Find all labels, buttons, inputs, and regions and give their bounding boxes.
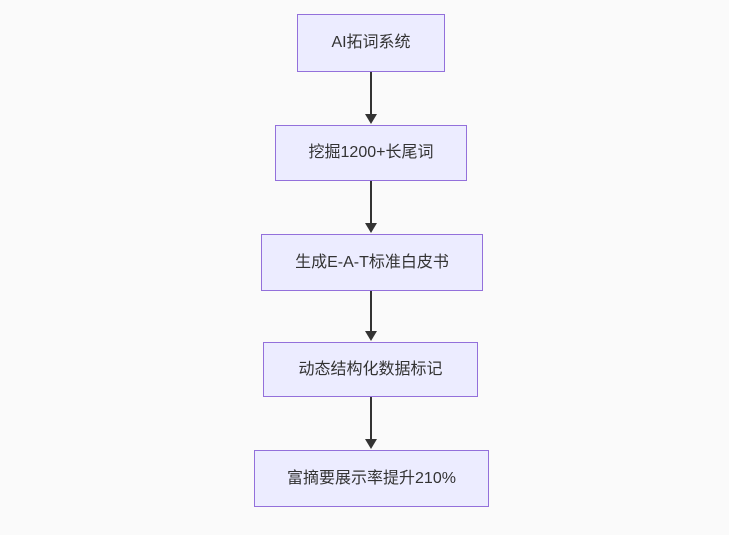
flowchart-node-rich-snippet-uplift: 富摘要展示率提升210%: [254, 450, 489, 507]
flowchart-node-structured-data-markup: 动态结构化数据标记: [263, 342, 478, 397]
flow-arrow-3: [364, 291, 378, 341]
arrow-line: [370, 72, 372, 114]
node-label: 挖掘1200+长尾词: [308, 144, 434, 162]
node-label: 富摘要展示率提升210%: [287, 469, 456, 487]
node-label: 生成E-A-T标准白皮书: [295, 253, 449, 271]
flowchart-node-longtail-mining: 挖掘1200+长尾词: [275, 125, 467, 181]
arrow-line: [370, 181, 372, 223]
flowchart-node-eat-whitepaper: 生成E-A-T标准白皮书: [261, 234, 483, 291]
flow-arrow-4: [364, 397, 378, 449]
arrowhead-down-icon: [365, 114, 377, 124]
arrowhead-down-icon: [365, 223, 377, 233]
flowchart-node-ai-word-expansion: AI拓词系统: [297, 14, 445, 72]
flow-arrow-2: [364, 181, 378, 233]
arrow-line: [370, 397, 372, 439]
node-label: 动态结构化数据标记: [298, 360, 443, 378]
arrowhead-down-icon: [365, 331, 377, 341]
flow-arrow-1: [364, 72, 378, 124]
node-label: AI拓词系统: [331, 34, 411, 52]
arrow-line: [370, 291, 372, 331]
arrowhead-down-icon: [365, 439, 377, 449]
